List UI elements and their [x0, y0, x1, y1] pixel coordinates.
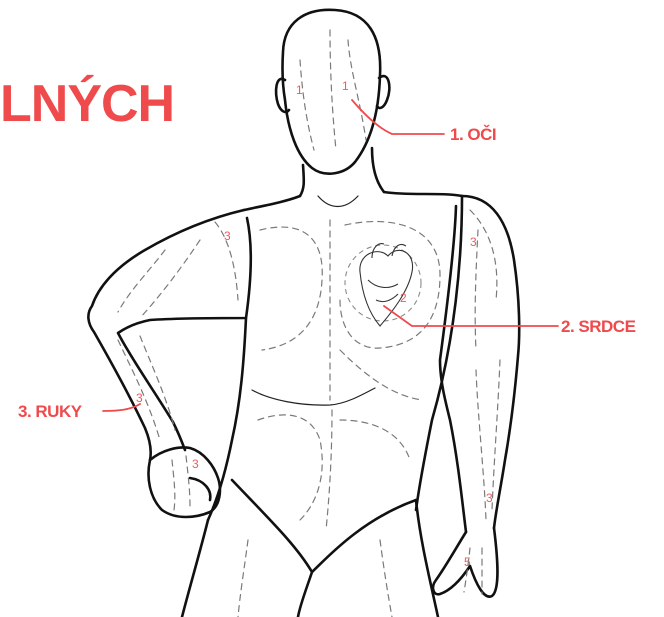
face-contour-left	[300, 60, 314, 150]
leg-left	[182, 520, 208, 617]
heart-icon	[345, 244, 421, 326]
leg-contour-b	[380, 540, 392, 617]
face-center	[330, 30, 336, 150]
region-number-eye-right: 1	[342, 79, 349, 93]
region-number-forearm-right: 3	[486, 491, 493, 505]
region-number-shoulder-left: 3	[224, 229, 231, 243]
pec-left	[260, 227, 322, 350]
region-number-forearm-left: 3	[136, 391, 143, 405]
shoulder-line-right	[384, 192, 462, 196]
upper-arm-left-a	[118, 250, 165, 312]
deltoid-right	[470, 210, 497, 300]
neck-left	[300, 165, 304, 196]
callout-oci: 1. OČI	[450, 126, 496, 143]
shoulder-line-left	[244, 196, 300, 210]
face-contour-right	[348, 40, 366, 140]
neck-right	[372, 148, 384, 192]
fist-left-detail	[190, 478, 210, 500]
leader-oci	[352, 100, 444, 134]
abs-right	[340, 420, 410, 460]
arm-left-outer	[88, 210, 244, 460]
forearm-right-b	[492, 360, 500, 510]
region-number-shoulder-right: 3	[470, 235, 477, 249]
chest-contour	[252, 388, 375, 405]
leg-inner	[298, 572, 312, 617]
region-number-fist-left: 3	[192, 457, 199, 471]
upper-arm-left-b	[140, 240, 200, 318]
region-number-eye-left: 1	[296, 83, 303, 97]
abs-center	[326, 410, 332, 530]
abs-left	[258, 415, 322, 520]
fist-left	[149, 448, 220, 518]
callout-ruky: 3. RUKY	[18, 403, 82, 420]
region-number-hand-right: 5	[464, 555, 471, 569]
hip-crotch	[232, 480, 416, 572]
rib-right	[340, 350, 422, 400]
callout-srdce: 2. SRDCE	[561, 318, 635, 335]
region-number-heart: 2	[400, 291, 407, 305]
leg-contour-a	[238, 540, 248, 617]
torso-right-side	[416, 196, 462, 510]
fist-left-fingers	[172, 456, 190, 510]
forearm-right-a	[476, 370, 486, 520]
pec-right	[340, 222, 440, 349]
leg-right	[416, 500, 438, 617]
collar-line	[318, 196, 358, 207]
